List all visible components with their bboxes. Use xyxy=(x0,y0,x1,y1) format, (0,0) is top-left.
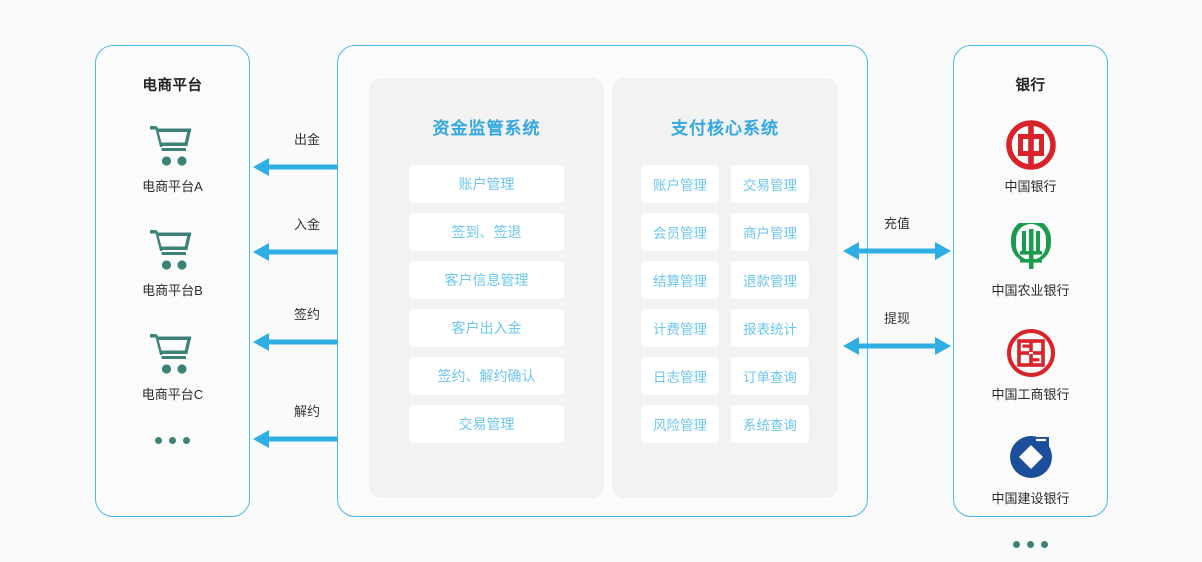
module-card[interactable]: 账户管理 xyxy=(409,165,564,203)
module-card[interactable]: 退款管理 xyxy=(731,261,809,299)
module-card[interactable]: 客户信息管理 xyxy=(409,261,564,299)
list-item[interactable]: 中国工商银行 xyxy=(954,325,1107,429)
list-item-label: 中国银行 xyxy=(1004,179,1057,194)
flow-tixian: 提现 xyxy=(843,312,951,358)
bank-of-china-logo xyxy=(1005,117,1057,173)
module-card[interactable]: 订单查询 xyxy=(731,357,809,395)
module-card[interactable]: 客户出入金 xyxy=(409,309,564,347)
bank-panel-title: 银行 xyxy=(1015,78,1046,94)
payment-core-module-grid: 账户管理 交易管理 会员管理 商户管理 结算管理 退款管理 计费管理 报表统计 … xyxy=(612,165,838,443)
list-item-label: 中国农业银行 xyxy=(991,283,1070,298)
flow-label: 提现 xyxy=(883,311,910,326)
svg-text:e: e xyxy=(170,231,178,250)
list-item[interactable]: e 电商平台A xyxy=(96,117,249,221)
module-card[interactable]: 签约、解约确认 xyxy=(409,357,564,395)
flow-chongzhi: 充值 xyxy=(843,217,951,263)
fund-supervision-system-panel: 资金监管系统 账户管理 签到、签退 客户信息管理 客户出入金 签约、解约确认 交… xyxy=(369,78,604,498)
module-card[interactable]: 日志管理 xyxy=(641,357,719,395)
flow-label: 入金 xyxy=(293,217,320,232)
flow-label: 解约 xyxy=(293,404,320,419)
abc-bank-logo xyxy=(1005,221,1057,277)
list-item[interactable]: 中国银行 xyxy=(954,117,1107,221)
module-card[interactable]: 账户管理 xyxy=(641,165,719,203)
bank-more-indicator xyxy=(954,541,1107,548)
shopping-cart-e-icon: e xyxy=(149,221,197,277)
module-card[interactable]: 系统查询 xyxy=(731,405,809,443)
payment-core-system-panel: 支付核心系统 账户管理 交易管理 会员管理 商户管理 结算管理 退款管理 计费管… xyxy=(612,78,838,498)
list-item-label: 电商平台A xyxy=(142,179,203,194)
list-item-label: 中国工商银行 xyxy=(991,387,1070,402)
flow-label: 签约 xyxy=(293,307,320,322)
list-item[interactable]: 中国建设银行 xyxy=(954,429,1107,533)
list-item[interactable]: 中国农业银行 xyxy=(954,221,1107,325)
svg-text:e: e xyxy=(170,335,178,354)
bank-panel: 银行 中国银行 xyxy=(953,45,1108,548)
bidirectional-arrow-icon xyxy=(843,337,951,355)
module-card[interactable]: 风险管理 xyxy=(641,405,719,443)
payment-core-title: 支付核心系统 xyxy=(671,119,779,138)
icbc-bank-logo xyxy=(1005,325,1057,381)
module-card[interactable]: 结算管理 xyxy=(641,261,719,299)
svg-text:e: e xyxy=(170,127,178,146)
module-card[interactable]: 计费管理 xyxy=(641,309,719,347)
bidirectional-arrow-icon xyxy=(843,242,951,260)
flow-label: 出金 xyxy=(293,132,320,147)
shopping-cart-e-icon: e xyxy=(149,117,197,173)
fund-system-title: 资金监管系统 xyxy=(432,119,541,138)
list-item-label: 电商平台B xyxy=(142,283,203,298)
ecommerce-platform-panel: 电商平台 e xyxy=(95,45,250,517)
shopping-cart-e-icon: e xyxy=(149,325,197,381)
list-item-label: 电商平台C xyxy=(141,387,204,402)
ecommerce-more-indicator xyxy=(96,437,249,444)
core-systems-panel: 资金监管系统 账户管理 签到、签退 客户信息管理 客户出入金 签约、解约确认 交… xyxy=(337,45,868,517)
flow-label: 充值 xyxy=(883,216,910,231)
module-card[interactable]: 签到、签退 xyxy=(409,213,564,251)
fund-system-module-list: 账户管理 签到、签退 客户信息管理 客户出入金 签约、解约确认 交易管理 xyxy=(369,165,604,443)
module-card[interactable]: 报表统计 xyxy=(731,309,809,347)
module-card[interactable]: 交易管理 xyxy=(731,165,809,203)
ccb-bank-logo xyxy=(1005,429,1057,485)
list-item-label: 中国建设银行 xyxy=(991,491,1070,506)
module-card[interactable]: 商户管理 xyxy=(731,213,809,251)
list-item[interactable]: e 电商平台C xyxy=(96,325,249,429)
ecommerce-entity-list: e 电商平台A xyxy=(96,117,249,444)
bank-entity-list: 中国银行 中国农业银行 xyxy=(954,117,1107,548)
list-item[interactable]: e 电商平台B xyxy=(96,221,249,325)
module-card[interactable]: 会员管理 xyxy=(641,213,719,251)
ecommerce-panel-title: 电商平台 xyxy=(142,78,203,94)
module-card[interactable]: 交易管理 xyxy=(409,405,564,443)
